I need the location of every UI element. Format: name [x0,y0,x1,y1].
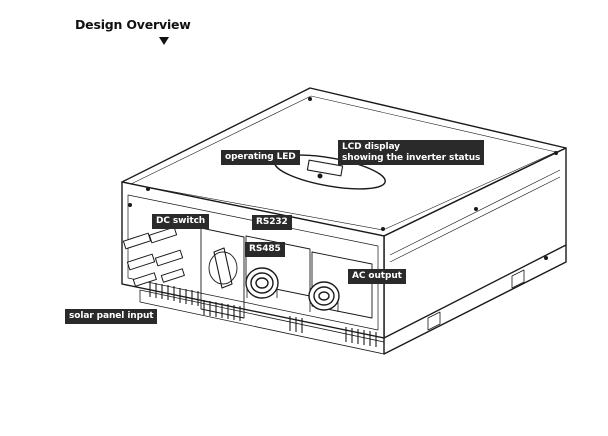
rs232-label: RS232 [252,215,292,230]
heatsink-fins [149,282,377,347]
ac-output-cable-gland [308,281,340,312]
solar-panel-input-text: solar panel input [69,311,154,321]
page-title: Design Overview [75,17,191,32]
ac-output-text: AC output [352,271,402,281]
down-arrow-icon [159,37,169,45]
ac-output-label: AC output [348,269,406,284]
rs232-text: RS232 [256,217,288,227]
solar-panel-input-connectors [122,226,185,287]
operating-led-text: operating LED [225,152,296,162]
lcd-display-text-line1: LCD display [342,142,400,152]
lcd-display-label: LCD display showing the inverter status [338,140,485,165]
rs485-cable-gland [245,267,279,299]
rs485-text: RS485 [249,244,281,254]
lcd-screen [306,159,344,177]
operating-led-icon [317,173,323,179]
lcd-display-text-line2: showing the inverter status [342,152,481,163]
dc-switch-compartment [200,227,245,319]
rs485-label: RS485 [245,242,285,257]
dc-switch-text: DC switch [156,216,206,226]
dc-switch-knob [213,247,233,289]
operating-led-label: operating LED [221,150,300,165]
solar-panel-input-label: solar panel input [65,309,158,324]
dc-switch-label: DC switch [152,214,210,229]
